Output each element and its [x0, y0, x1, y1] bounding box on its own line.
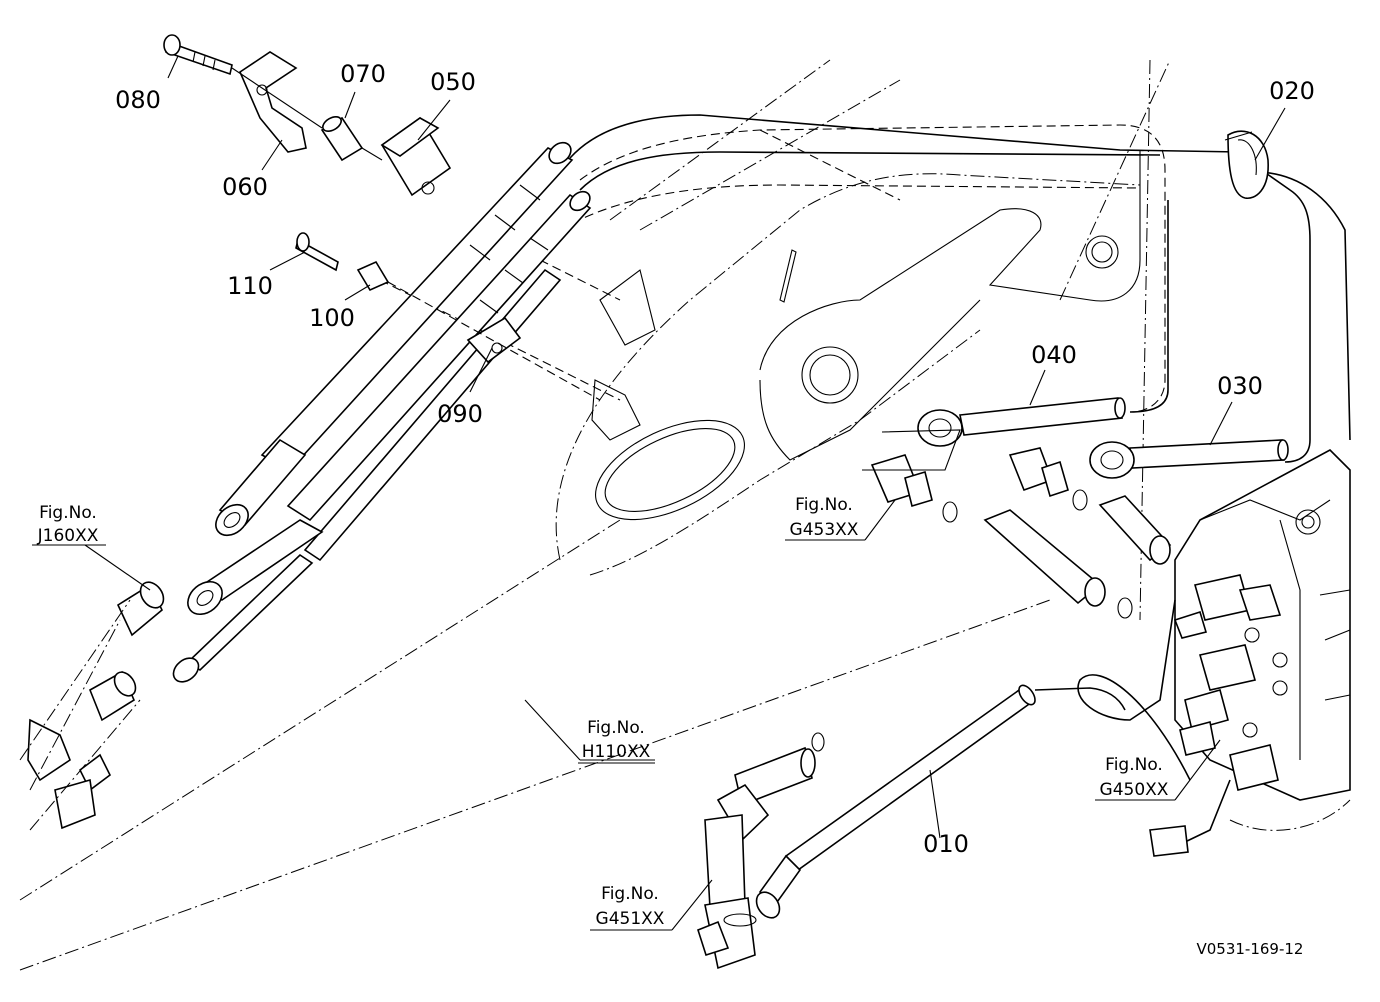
figref-j160[interactable]: Fig.No. J160XX: [37, 503, 99, 546]
figref-g453-code: G453XX: [790, 520, 859, 540]
control-valve: [1077, 449, 1351, 857]
figref-g450-label: Fig.No.: [1105, 755, 1163, 775]
figref-h110[interactable]: Fig.No. H110XX: [582, 718, 651, 762]
bracket-assembly: [163, 34, 452, 197]
figure-references: Fig.No. J160XX Fig.No. H110XX Fig.No. G4…: [37, 495, 1169, 929]
figref-h110-label: Fig.No.: [587, 718, 645, 738]
callout-110: 110: [227, 272, 273, 300]
figref-g450[interactable]: Fig.No. G450XX: [1100, 755, 1169, 800]
hose-030: [1089, 439, 1289, 479]
figref-g450-code: G450XX: [1100, 780, 1169, 800]
figref-h110-code: H110XX: [582, 742, 651, 762]
callout-060: 060: [222, 173, 268, 201]
figref-j160-label: Fig.No.: [39, 503, 97, 523]
callout-100: 100: [309, 304, 355, 332]
bolt-collar-lower: [295, 232, 601, 401]
figref-g453-label: Fig.No.: [795, 495, 853, 515]
figref-g451-code: G451XX: [596, 909, 665, 929]
callout-090: 090: [437, 400, 483, 428]
figref-j160-code: J160XX: [37, 526, 99, 546]
left-fittings: [19, 581, 165, 831]
clamp-020: [1224, 130, 1269, 199]
hose-runs: [569, 114, 1351, 463]
callout-070: 070: [340, 60, 386, 88]
mounting-plate: [595, 150, 1141, 521]
callout-010: 010: [923, 830, 969, 858]
callout-080: 080: [115, 86, 161, 114]
figref-g451[interactable]: Fig.No. G451XX: [596, 884, 665, 929]
elbow-fitting: [697, 732, 825, 970]
adapters: [862, 429, 1193, 619]
hose-010: [755, 684, 1126, 919]
callout-030: 030: [1217, 372, 1263, 400]
callout-040: 040: [1031, 341, 1077, 369]
hose-040: [917, 397, 1126, 447]
callout-leaders: [32, 55, 1286, 931]
callout-050: 050: [430, 68, 476, 96]
figref-g451-label: Fig.No.: [601, 884, 659, 904]
callout-labels: 010 020 030 040 050 060 070 080 090 100 …: [115, 60, 1315, 858]
drawing-code: V0531-169-12: [1197, 940, 1304, 958]
callout-020: 020: [1269, 77, 1315, 105]
figref-g453[interactable]: Fig.No. G453XX: [790, 495, 859, 540]
left-hose-bundle: [172, 141, 656, 683]
